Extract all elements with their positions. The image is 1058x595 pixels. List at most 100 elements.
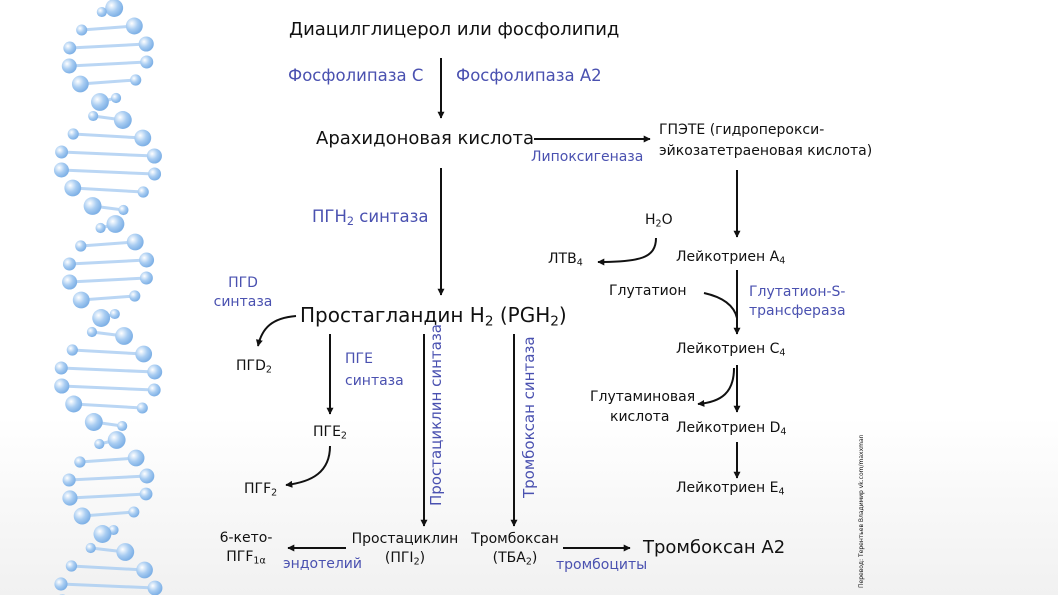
helix-rung [81, 294, 135, 302]
node-hpete-line2: эйкозатетраеновая кислота) [659, 143, 873, 159]
helix-node [64, 179, 82, 197]
helix-rung [72, 186, 144, 194]
helix-node [148, 167, 162, 181]
helix-node [54, 577, 68, 591]
helix-node [106, 215, 125, 233]
helix-node [54, 378, 70, 394]
helix-rung [80, 240, 136, 248]
arrow-pgh2-to-pgd2 [255, 315, 297, 347]
helix-node [139, 271, 153, 285]
enzyme-thromboxane-synthase: Тромбоксан синтаза [520, 336, 538, 498]
helix-node [138, 36, 154, 52]
enzyme-pge-synthase-line1: ПГЕ [345, 351, 373, 367]
node-ltb4: ЛТB4 [548, 251, 583, 269]
enzyme-pgh2-synthase: ПГН2 синтаза [312, 207, 429, 228]
helix-node [125, 17, 143, 35]
node-6-keto-line2: ПГF1α [226, 549, 266, 567]
helix-node [139, 468, 155, 484]
helix-node [147, 580, 163, 595]
label-platelets: тромбоциты [556, 557, 648, 573]
node-leukotriene-d4: Лейкотриен D4 [676, 420, 787, 438]
node-thromboxane-line1: Тромбоксан [471, 531, 559, 547]
helix-rung [61, 384, 155, 392]
helix-rung [69, 276, 147, 284]
helix-node [71, 75, 89, 93]
helix-rung [69, 474, 147, 482]
helix-node [53, 162, 69, 178]
node-pge2: ПГE2 [313, 424, 347, 442]
helix-rung [81, 24, 135, 32]
helix-node [115, 327, 133, 345]
helix-node [66, 344, 78, 356]
helix-node [93, 525, 112, 543]
node-leukotriene-a4: Лейкотриен A4 [676, 249, 786, 267]
enzyme-lipoxygenase: Липоксигеназа [531, 149, 644, 165]
helix-node [73, 507, 91, 525]
node-leukotriene-c4: Лейкотриен C4 [676, 341, 786, 359]
helix-node [75, 240, 87, 252]
node-prostacyclin-line1: Простациклин [351, 531, 459, 547]
helix-node [130, 74, 142, 86]
helix-node [95, 222, 106, 234]
helix-rung [61, 150, 155, 158]
helix-rung [71, 564, 145, 572]
arrow-glutathione-to-ltc4 [703, 292, 738, 319]
helix-node [96, 6, 107, 18]
helix-node [62, 257, 76, 271]
arrow-pge2-to-pgf2 [285, 445, 331, 488]
helix-rung [80, 78, 136, 86]
helix-node [127, 449, 145, 467]
helix-rung [69, 492, 147, 500]
node-diacylglycerol: Диацилглицерол или фосфолипид [289, 19, 620, 40]
helix-node [116, 543, 135, 561]
helix-rung [69, 42, 147, 50]
arrow-water-to-ltb4 [597, 237, 657, 266]
enzyme-pgd-synthase-line1: ПГD [228, 275, 258, 291]
helix-node [86, 326, 98, 338]
helix-node [113, 111, 132, 129]
node-glutathione: Глутатион [609, 283, 687, 299]
helix-rung [69, 60, 147, 68]
helix-node [67, 128, 79, 140]
helix-node [62, 473, 76, 487]
helix-node [61, 58, 77, 74]
node-prostacyclin-line2: (ПГI2) [384, 550, 426, 568]
node-pgf2: ПГF2 [244, 481, 278, 499]
helix-node [109, 308, 120, 320]
helix-node [107, 431, 126, 449]
helix-rung [61, 366, 155, 374]
helix-node [136, 561, 153, 579]
node-hpete-line1: ГПЭТЕ (гидроперокси- [659, 122, 825, 138]
helix-node [126, 233, 144, 251]
helix-node [76, 24, 88, 36]
helix-rung [61, 168, 155, 176]
label-endothelium: эндотелий [283, 556, 362, 572]
enzyme-gst-line2: трансфераза [749, 303, 846, 319]
helix-node [92, 309, 111, 327]
helix-node [137, 186, 149, 198]
node-pgd2: ПГD2 [236, 358, 272, 376]
helix-rung [82, 510, 134, 518]
helix-node [54, 361, 68, 375]
enzyme-pge-synthase-line2: синтаза [345, 373, 404, 389]
node-leukotriene-e4: Лейкотриен E4 [676, 480, 785, 498]
helix-node [139, 487, 153, 501]
node-arachidonic-acid: Арахидоновая кислота [316, 128, 535, 149]
translator-credit: Перевод: Терентьев Владимир vk.com/maxxm… [858, 434, 865, 588]
helix-node [55, 145, 69, 159]
helix-node [65, 395, 83, 413]
helix-node [91, 93, 109, 111]
helix-node [88, 110, 99, 122]
dna-helix-icon [53, 0, 163, 595]
helix-node [128, 506, 140, 518]
helix-node [105, 0, 124, 17]
enzyme-phospholipase-c: Фосфолипаза С [288, 66, 424, 85]
helix-node [118, 204, 129, 216]
helix-node [62, 274, 78, 290]
helix-rung [73, 402, 143, 410]
enzyme-phospholipase-a2: Фосфолипаза А2 [456, 66, 602, 85]
helix-node [147, 364, 163, 380]
helix-rung [60, 582, 156, 590]
helix-node [110, 92, 122, 104]
